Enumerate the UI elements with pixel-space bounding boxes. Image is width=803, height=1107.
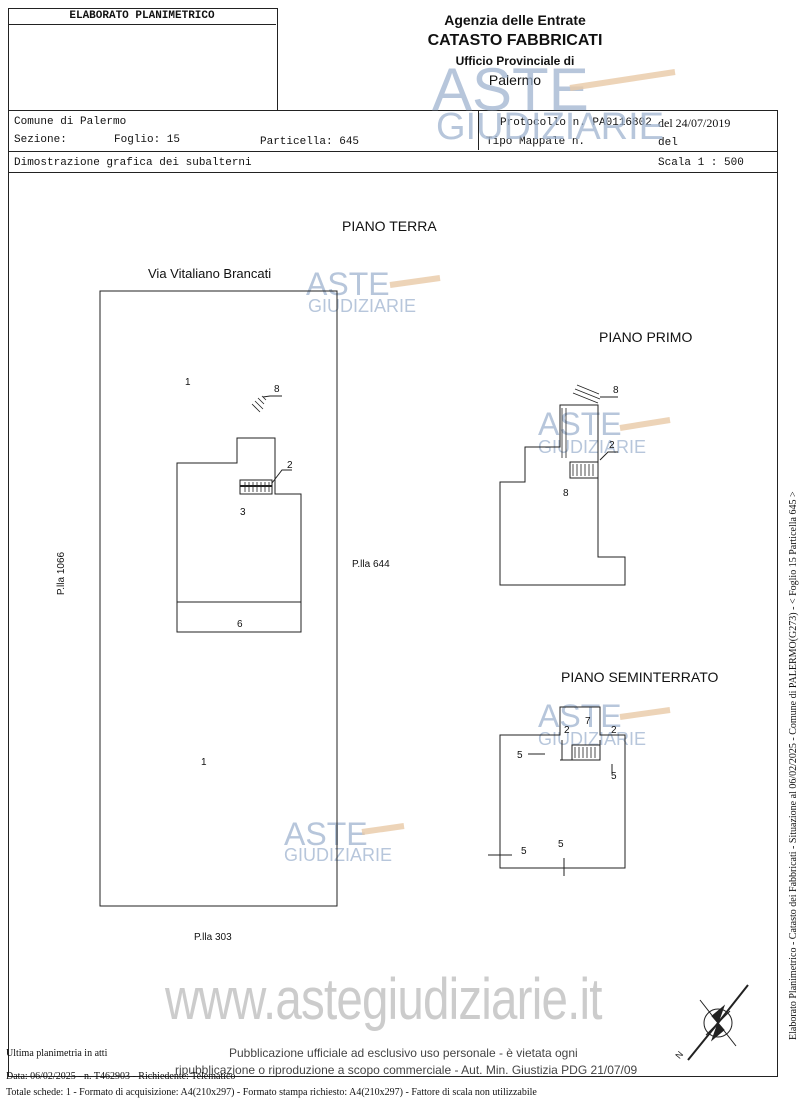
sub-label: 5 — [611, 771, 617, 782]
sezione: Sezione: — [14, 134, 67, 146]
protocollo: Protocollo n. PA0116802 — [500, 117, 652, 129]
watermark-aste: ASTE — [432, 56, 589, 123]
publication-notice-1: Pubblicazione ufficiale ad esclusivo uso… — [229, 1046, 578, 1060]
piano-seminterrato-title: PIANO SEMINTERRATO — [561, 669, 719, 685]
piano-primo-title: PIANO PRIMO — [599, 329, 693, 345]
provincia: Palermo — [488, 72, 542, 88]
totale-schede: Totale schede: 1 - Formato di acquisizio… — [6, 1087, 537, 1098]
watermark-aste: ASTE — [284, 816, 368, 852]
protocollo-date: del 24/07/2019 — [658, 116, 731, 130]
scala: Scala 1 : 500 — [658, 157, 744, 169]
side-caption: Elaborato Planimetrico - Catasto dei Fab… — [788, 491, 799, 1040]
info-box — [8, 110, 778, 152]
building-seminterrato — [499, 706, 626, 869]
watermark-giudiziarie: GIUDIZIARIE — [284, 845, 393, 865]
sub-label: 2 — [564, 725, 570, 736]
sub-label: 2 — [287, 460, 293, 471]
ufficio: Ufficio Provinciale di — [455, 54, 575, 68]
request-data: Data: 06/02/2025 - n. T462903 - Richiede… — [6, 1071, 236, 1082]
dimostrazione: Dimostrazione grafica dei subalterni — [14, 157, 252, 169]
info-divider — [478, 110, 479, 150]
watermark-giudiziarie: GIUDIZIARIE — [308, 296, 417, 316]
building-primo — [499, 404, 626, 586]
sub-label: 7 — [585, 716, 591, 727]
catasto-title: CATASTO FABBRICATI — [427, 32, 603, 49]
watermark-giudiziarie: GIUDIZIARIE — [538, 437, 647, 457]
comune: Comune di Palermo — [14, 116, 127, 128]
tipo-mappale-del: del — [658, 137, 678, 149]
ultima-planimetria: Ultima planimetria in atti — [6, 1048, 108, 1059]
watermark-aste: ASTE — [306, 266, 390, 302]
lot-outline-terra — [99, 290, 338, 907]
tipo-mappale: Tipo Mappale n. — [486, 136, 586, 148]
sub-label: 8 — [563, 488, 569, 499]
watermark-url: www.astegiudiziarie.it — [165, 967, 602, 1032]
publication-notice-2: ripubblicazione o riproduzione a scopo c… — [175, 1063, 638, 1077]
watermark-aste: ASTE — [538, 406, 622, 442]
dimostrazione-row — [8, 151, 778, 173]
sub-label: 8 — [274, 384, 280, 395]
sub-label: 6 — [237, 619, 243, 630]
parcel-303: P.lla 303 — [194, 932, 232, 943]
particella: Particella: 645 — [260, 136, 360, 148]
building-terra — [176, 437, 302, 633]
sub-label: 2 — [611, 725, 617, 736]
street-name: Via Vitaliano Brancati — [148, 266, 272, 281]
gavel-icon — [361, 69, 676, 835]
box-title: ELABORATO PLANIMETRICO — [69, 10, 215, 22]
agency-name: Agenzia delle Entrate — [444, 12, 586, 28]
sub-label: 5 — [517, 750, 523, 761]
sub-label: 5 — [558, 839, 564, 850]
sub-label: 8 — [613, 385, 619, 396]
sub-label: 3 — [240, 507, 246, 518]
parcel-1066: P.lla 1066 — [56, 551, 68, 596]
sub-label: 2 — [609, 440, 615, 451]
watermark-aste: ASTE — [538, 698, 622, 734]
foglio: Foglio: 15 — [114, 134, 181, 146]
compass-rose-icon — [687, 984, 749, 1061]
sub-label: 5 — [521, 846, 527, 857]
parcel-644: P.lla 644 — [352, 559, 390, 570]
title-box-divider — [8, 8, 276, 25]
watermark-giudiziarie: GIUDIZIARIE — [436, 106, 665, 148]
piano-terra-title: PIANO TERRA — [342, 218, 437, 234]
drawing-frame — [8, 172, 778, 1077]
sub-label: 1 — [185, 377, 191, 388]
sub-label: 1 — [201, 757, 207, 768]
